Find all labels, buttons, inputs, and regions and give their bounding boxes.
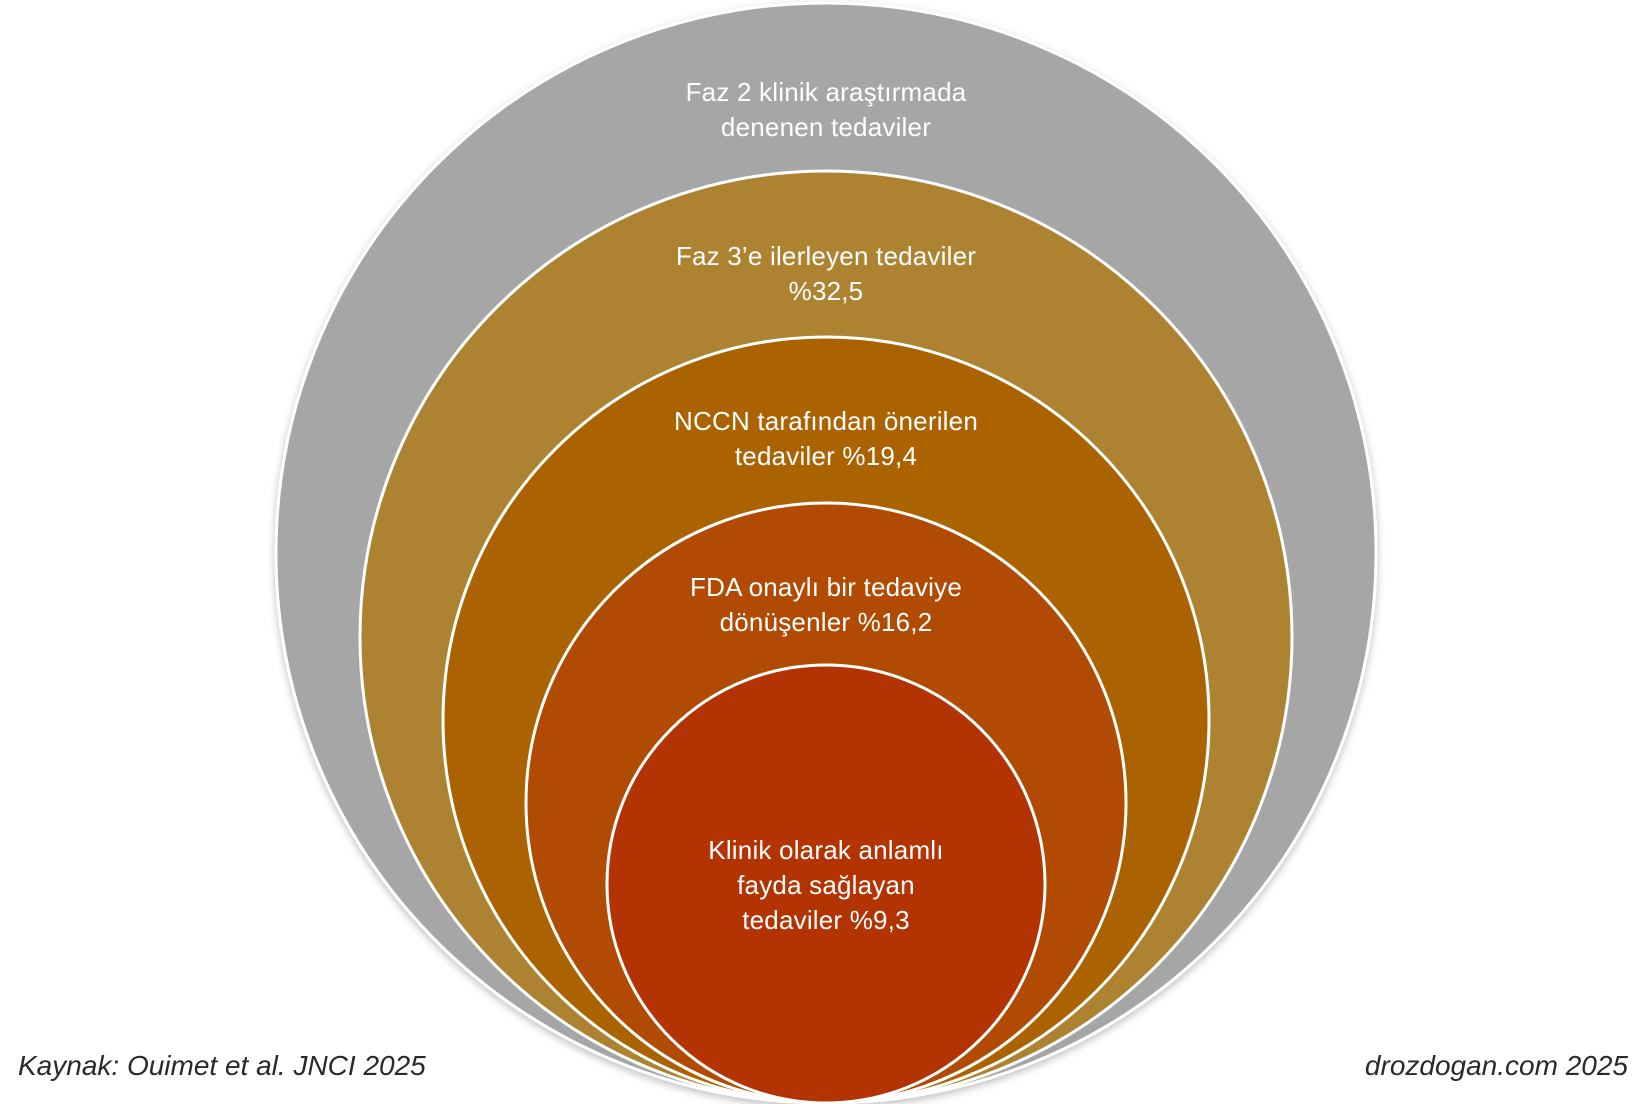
label-phase2-line-2: denenen tedaviler xyxy=(720,112,932,142)
label-phase3: Faz 3’e ilerleyen tedaviler %32,5 xyxy=(676,239,976,309)
label-phase3-line-1: Faz 3’e ilerleyen tedaviler xyxy=(675,241,977,271)
label-phase3-line-2: %32,5 xyxy=(788,276,864,306)
source-citation: Kaynak: Ouimet et al. JNCI 2025 xyxy=(18,1050,426,1081)
label-benefit: Klinik olarak anlamlı fayda sağlayan ted… xyxy=(708,833,943,938)
site-credit: drozdogan.com 2025 xyxy=(1364,1050,1628,1081)
label-phase2-line-1: Faz 2 klinik araştırmada xyxy=(685,77,967,107)
label-benefit-line-2: fayda sağlayan xyxy=(737,870,915,900)
label-phase2: Faz 2 klinik araştırmada denenen tedavil… xyxy=(686,75,967,145)
label-benefit-line-1: Klinik olarak anlamlı xyxy=(708,835,944,865)
label-benefit-line-3: tedaviler %9,3 xyxy=(742,905,910,935)
label-fda: FDA onaylı bir tedaviye dönüşenler %16,2 xyxy=(690,570,962,640)
label-nccn-line-2: tedaviler %19,4 xyxy=(734,441,918,471)
label-fda-line-1: FDA onaylı bir tedaviye xyxy=(690,572,962,602)
label-fda-line-2: dönüşenler %16,2 xyxy=(719,607,933,637)
ring-benefit xyxy=(605,663,1047,1104)
label-nccn: NCCN tarafından önerilen tedaviler %19,4 xyxy=(674,404,978,474)
label-nccn-line-1: NCCN tarafından önerilen xyxy=(674,406,978,436)
